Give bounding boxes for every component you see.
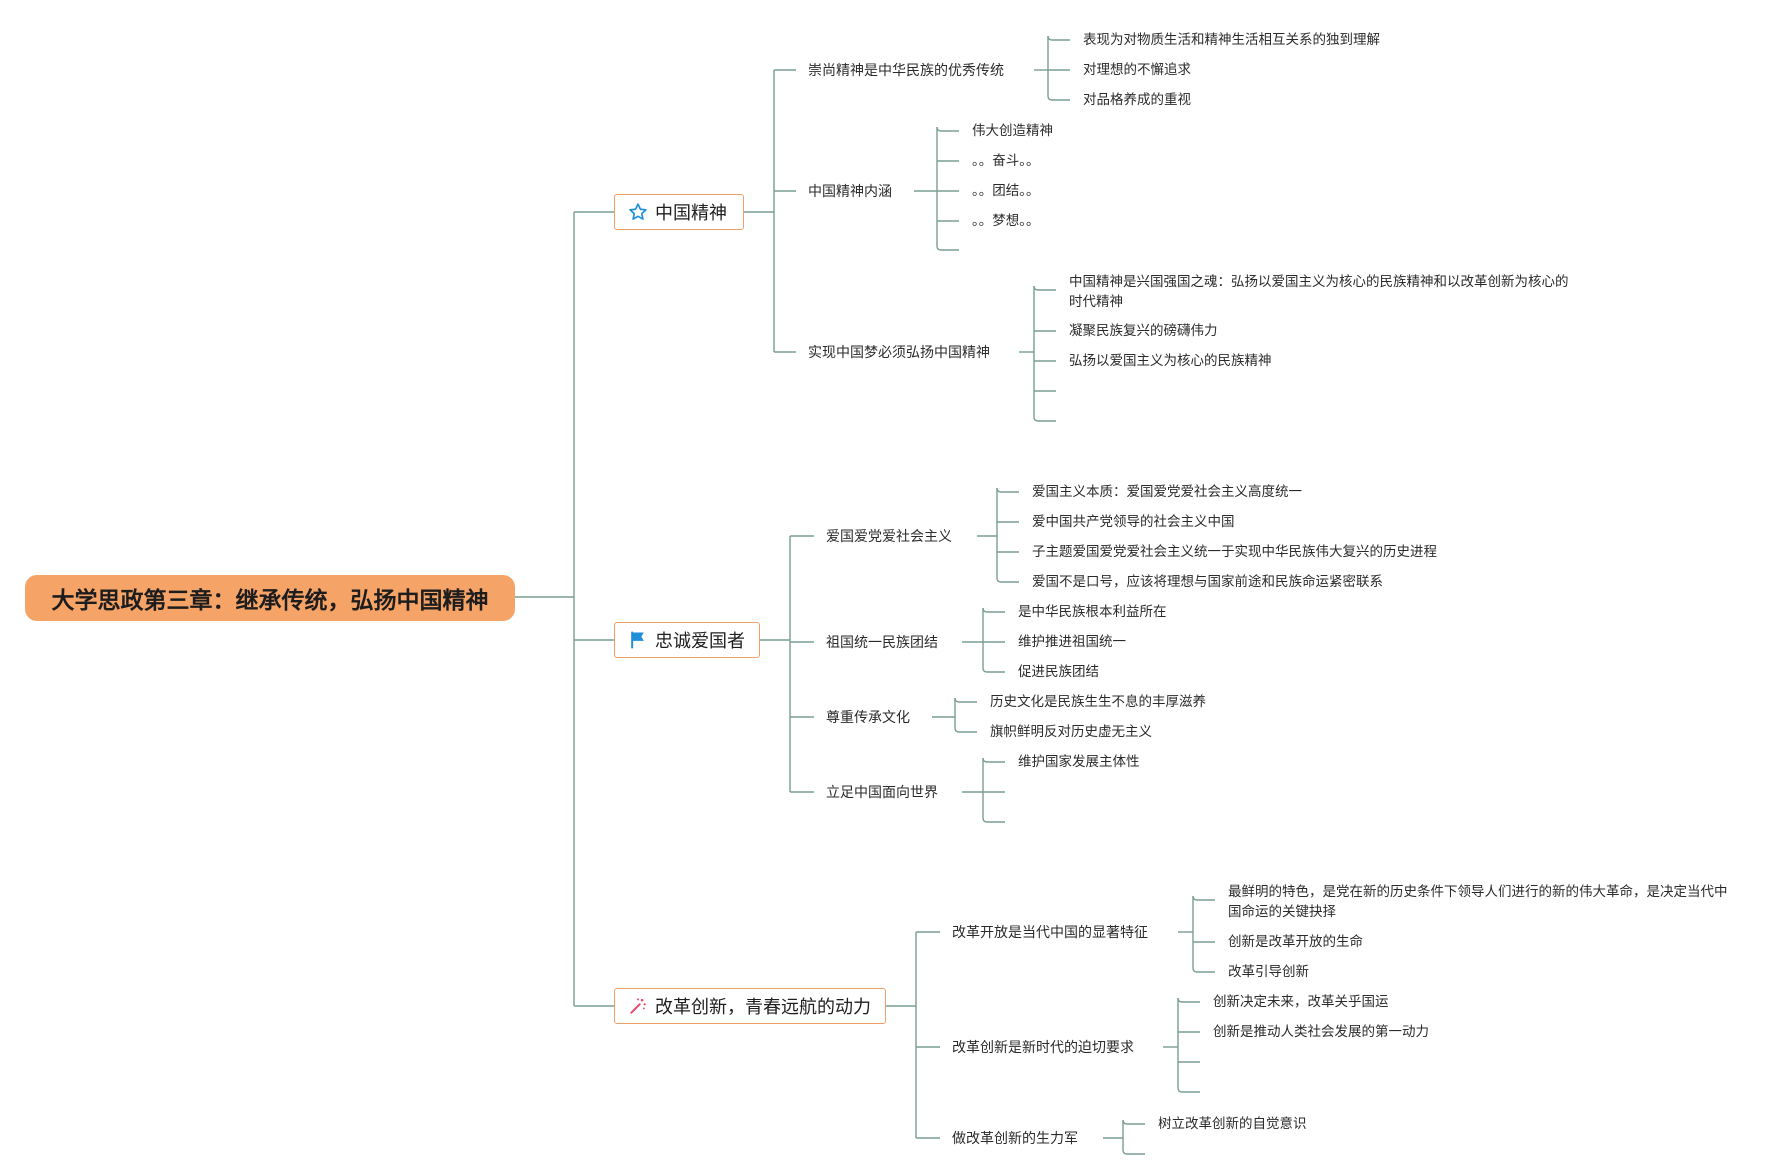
leaf-topic[interactable]: 创新决定未来，改革关乎国运 <box>1213 994 1389 1010</box>
leaf-bottom <box>1122 1149 1145 1155</box>
leaf-topic[interactable]: 爱国不是口号，应该将理想与国家前途和民族命运紧密联系 <box>1032 574 1383 590</box>
leaf-top <box>982 757 1005 763</box>
root-topic[interactable]: 大学思政第三章：继承传统，弘扬中国精神 <box>25 575 515 621</box>
leaf-top <box>1033 285 1056 291</box>
leaf-topic[interactable]: 对理想的不懈追求 <box>1083 62 1191 78</box>
subtopic[interactable]: 尊重传承文化 <box>826 710 910 726</box>
subtopic[interactable]: 实现中国梦必须弘扬中国精神 <box>808 345 990 361</box>
leaf-topic[interactable]: 子主题爱国爱党爱社会主义统一于实现中华民族伟大复兴的历史进程 <box>1032 544 1437 560</box>
leaf-topic[interactable]: 凝聚民族复兴的磅礴伟力 <box>1069 323 1218 339</box>
subtopic[interactable]: 做改革创新的生力军 <box>952 1131 1078 1147</box>
leaf-topic[interactable]: 。。梦想。。 <box>972 213 1040 229</box>
leaf-topic[interactable]: 伟大创造精神 <box>972 123 1053 139</box>
leaf-bottom <box>982 667 1005 673</box>
leaf-bottom <box>1192 967 1215 973</box>
subtopic[interactable]: 改革创新是新时代的迫切要求 <box>952 1040 1134 1056</box>
subtopic[interactable]: 立足中国面向世界 <box>826 785 938 801</box>
flag-icon <box>627 629 649 651</box>
leaf-topic[interactable]: 中国精神是兴国强国之魂：弘扬以爱国主义为核心的民族精神和以改革创新为核心的时代精… <box>1069 274 1569 310</box>
leaf-topic[interactable]: 。。奋斗。。 <box>972 153 1040 169</box>
sparkle-icon <box>627 995 649 1017</box>
leaf-bottom <box>996 577 1019 583</box>
subtopic[interactable]: 改革开放是当代中国的显著特征 <box>952 925 1148 941</box>
leaf-topic[interactable]: 弘扬以爱国主义为核心的民族精神 <box>1069 353 1272 369</box>
leaf-topic[interactable]: 促进民族团结 <box>1018 664 1099 680</box>
leaf-top <box>1047 35 1070 41</box>
leaf-top <box>1122 1119 1145 1125</box>
leaf-topic[interactable]: 旗帜鲜明反对历史虚无主义 <box>990 724 1152 740</box>
leaf-bottom <box>1047 95 1070 101</box>
leaf-top <box>982 607 1005 613</box>
subtopic[interactable]: 祖国统一民族团结 <box>826 635 938 651</box>
main-topic-3[interactable]: 改革创新，青春远航的动力 <box>614 988 886 1024</box>
leaf-top <box>1192 895 1215 901</box>
leaf-bottom <box>936 245 959 251</box>
leaf-top <box>954 697 977 703</box>
leaf-topic[interactable]: 最鲜明的特色，是党在新的历史条件下领导人们进行的新的伟大革命，是决定当代中国命运… <box>1228 884 1728 920</box>
subtopic[interactable]: 中国精神内涵 <box>808 184 892 200</box>
subtopic[interactable]: 崇尚精神是中华民族的优秀传统 <box>808 63 1004 79</box>
leaf-bottom <box>1033 416 1056 422</box>
leaf-topic[interactable]: 爱中国共产党领导的社会主义中国 <box>1032 514 1235 530</box>
leaf-topic[interactable]: 对品格养成的重视 <box>1083 92 1191 108</box>
main-topic-2[interactable]: 忠诚爱国者 <box>614 622 760 658</box>
leaf-bottom <box>954 727 977 733</box>
leaf-topic[interactable]: 维护国家发展主体性 <box>1018 754 1140 770</box>
leaf-topic[interactable]: 树立改革创新的自觉意识 <box>1158 1116 1307 1132</box>
leaf-top <box>996 487 1019 493</box>
leaf-topic[interactable]: 爱国主义本质：爱国爱党爱社会主义高度统一 <box>1032 484 1302 500</box>
leaf-topic[interactable]: 是中华民族根本利益所在 <box>1018 604 1167 620</box>
main-topic-label: 忠诚爱国者 <box>655 631 745 652</box>
leaf-topic[interactable]: 表现为对物质生活和精神生活相互关系的独到理解 <box>1083 32 1380 48</box>
leaf-bottom <box>1177 1087 1200 1093</box>
leaf-bottom <box>982 817 1005 823</box>
star-icon <box>627 201 649 223</box>
leaf-topic[interactable]: 创新是推动人类社会发展的第一动力 <box>1213 1024 1429 1040</box>
leaf-top <box>1177 997 1200 1003</box>
leaf-top <box>936 126 959 132</box>
main-topic-label: 中国精神 <box>655 203 727 224</box>
leaf-topic[interactable]: 历史文化是民族生生不息的丰厚滋养 <box>990 694 1206 710</box>
leaf-topic[interactable]: 创新是改革开放的生命 <box>1228 934 1363 950</box>
leaf-topic[interactable]: 维护推进祖国统一 <box>1018 634 1126 650</box>
subtopic[interactable]: 爱国爱党爱社会主义 <box>826 529 952 545</box>
leaf-topic[interactable]: 改革引导创新 <box>1228 964 1309 980</box>
leaf-topic[interactable]: 。。团结。。 <box>972 183 1040 199</box>
main-topic-1[interactable]: 中国精神 <box>614 194 744 230</box>
main-topic-label: 改革创新，青春远航的动力 <box>655 997 871 1018</box>
